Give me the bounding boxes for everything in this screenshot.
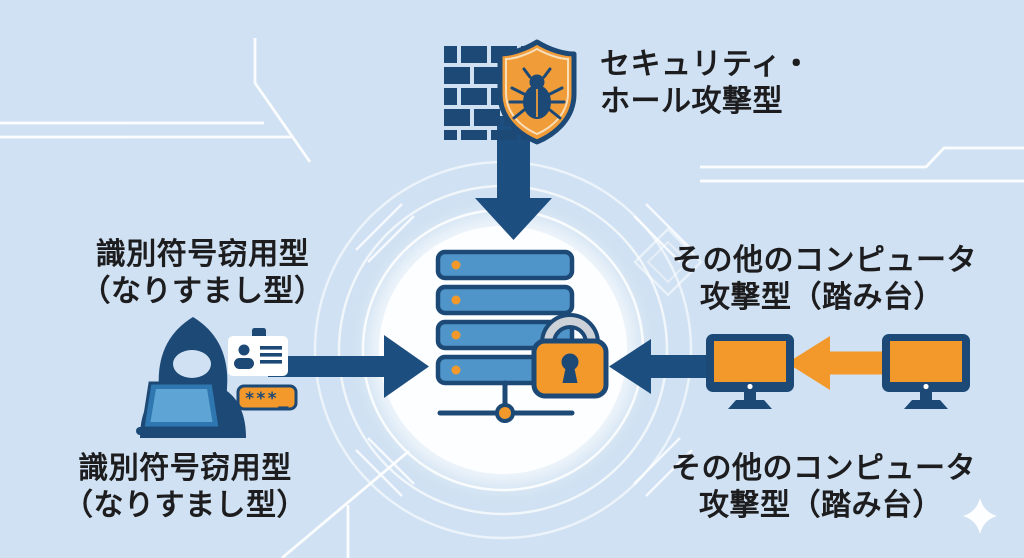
left-attack-arrow (268, 335, 429, 398)
left-node-caption-line1: 識別符号窃用型 (78, 452, 292, 485)
top-node-label-line2: ホール攻撃型 (600, 85, 783, 118)
monitor-icon-left (706, 334, 794, 409)
right-node-label: その他のコンピュータ 攻撃型（踏み台） (672, 242, 977, 316)
hacker-cluster-icon: ***_ (136, 317, 298, 438)
right-node-caption: その他のコンピュータ 攻撃型（踏み台） (671, 450, 976, 524)
shield-icon (497, 39, 577, 145)
left-node-caption: 識別符号窃用型 （なりすまし型） (35, 450, 335, 524)
monitors-cluster-icon (706, 334, 970, 409)
stepping-stone-orange-arrow (787, 336, 887, 390)
right-node-label-line2: 攻撃型（踏み台） (700, 281, 944, 314)
circuit-line (253, 38, 312, 163)
network-node (495, 403, 515, 423)
top-node-label: セキュリティ・ ホール攻撃型 (600, 46, 812, 120)
sparkle-icon (963, 498, 997, 534)
right-node-caption-line2: 攻撃型（踏み台） (699, 489, 943, 522)
id-card-icon (228, 328, 288, 376)
firewall-shield-bug-icon (444, 39, 577, 145)
decor-chevron (355, 203, 415, 263)
padlock-icon (531, 313, 609, 399)
hacker-icon (136, 317, 246, 438)
right-attack-arrow (609, 339, 713, 394)
server-bar (435, 284, 575, 316)
decor-diamond (646, 240, 690, 284)
laptop-icon (136, 381, 240, 435)
circuit-line (700, 146, 1024, 169)
left-node-label-line1: 識別符号窃用型 (95, 238, 310, 271)
password-text: ***_ (245, 389, 290, 409)
decor-chevron (355, 437, 415, 497)
top-attack-arrow (475, 116, 552, 240)
bug-icon (508, 67, 566, 120)
circuit-line (281, 449, 410, 558)
top-node-label-line1: セキュリティ・ (600, 48, 812, 81)
decor-diamond (633, 227, 703, 297)
hacker-face (173, 350, 211, 378)
server-padlock-icon (435, 249, 609, 423)
right-node-label-line1: その他のコンピュータ (672, 244, 977, 277)
decor-chevron (633, 437, 693, 497)
left-node-caption-line2: （なりすまし型） (63, 489, 307, 522)
left-node-label-line2: （なりすまし型） (80, 275, 325, 308)
left-node-label: 識別符号窃用型 （なりすまし型） (55, 236, 350, 310)
monitor-icon-right (882, 334, 970, 409)
password-field-icon: ***_ (236, 384, 298, 411)
right-node-caption-line1: その他のコンピュータ (671, 452, 976, 485)
server-bar (435, 249, 575, 281)
